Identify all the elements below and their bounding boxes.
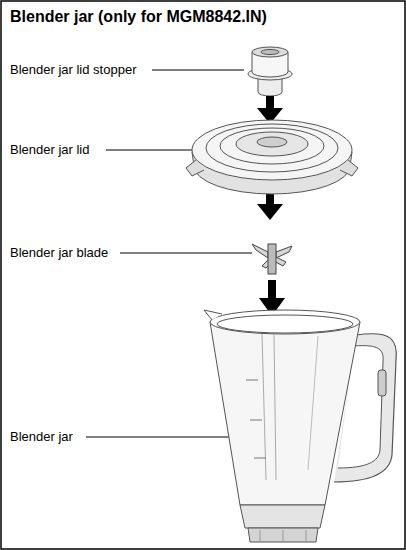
lid-stopper-illustration bbox=[248, 47, 292, 96]
handle-button bbox=[378, 370, 386, 396]
jar-center-column bbox=[274, 334, 276, 480]
leader-line bbox=[120, 253, 252, 254]
blade-illustration bbox=[252, 244, 292, 274]
lid-tab bbox=[340, 160, 358, 176]
diagram-title: Blender jar (only for MGM8842.IN) bbox=[10, 8, 267, 26]
jar-rim bbox=[210, 310, 360, 334]
part-label: Blender jar bbox=[10, 429, 73, 445]
lid-opening bbox=[257, 137, 287, 147]
arrow-shaft bbox=[268, 280, 276, 300]
lid-ring bbox=[236, 132, 308, 156]
coupling-rib bbox=[306, 530, 307, 541]
measure-mark bbox=[254, 458, 266, 459]
part-label: Blender jar lid bbox=[10, 142, 90, 158]
jar-rib bbox=[308, 336, 318, 470]
blade-wing bbox=[252, 244, 268, 258]
jar-illustration bbox=[204, 310, 396, 542]
part-label: Blender jar blade bbox=[10, 245, 108, 261]
jar-base bbox=[240, 505, 325, 528]
coupling-rib bbox=[283, 530, 284, 541]
jar-spout bbox=[204, 310, 222, 320]
jar-body bbox=[210, 322, 360, 505]
coupling-rib bbox=[260, 530, 261, 541]
blade-hub bbox=[268, 244, 276, 274]
stopper-top bbox=[252, 47, 288, 57]
blade-wing bbox=[276, 246, 292, 258]
lid-tab bbox=[186, 160, 204, 176]
measure-mark bbox=[250, 420, 262, 421]
leader-line bbox=[86, 437, 232, 438]
part-label: Blender jar lid stopper bbox=[10, 62, 136, 78]
stopper-hole bbox=[261, 50, 279, 55]
jar-coupling bbox=[248, 528, 318, 542]
lid-top bbox=[192, 120, 352, 180]
arrow-head bbox=[257, 204, 283, 220]
lid-ring bbox=[220, 128, 324, 164]
measure-mark bbox=[246, 380, 258, 381]
lid-ring bbox=[206, 124, 338, 172]
leader-line bbox=[152, 70, 244, 71]
lid-illustration bbox=[186, 120, 358, 194]
arrow-shaft bbox=[266, 96, 274, 110]
jar-rim-inner bbox=[217, 315, 353, 333]
leader-line bbox=[106, 150, 200, 151]
